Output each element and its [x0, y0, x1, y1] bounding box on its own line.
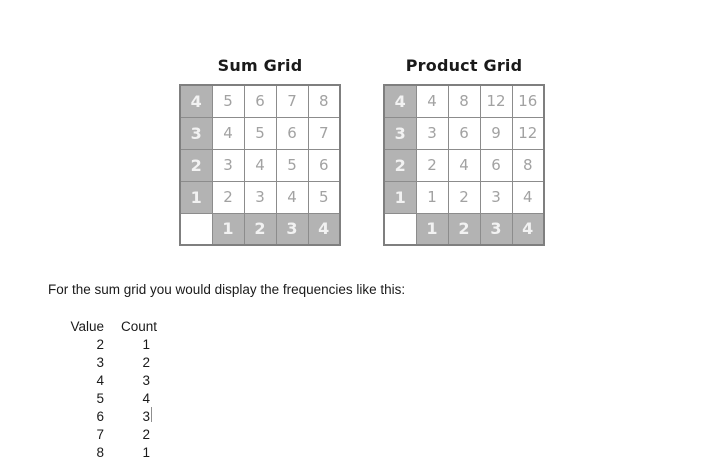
grid-value-cell: 2 — [415, 148, 449, 182]
paragraph: For the sum grid you would display the f… — [48, 282, 406, 297]
grid-value-cell: 4 — [511, 180, 545, 214]
row-header-cell: 3 — [383, 116, 417, 150]
grid-value-cell: 6 — [479, 148, 513, 182]
count-cell: 4 — [142, 391, 150, 406]
grid-value-cell: 4 — [211, 116, 245, 150]
frequency-table: Value Count 2 1 3 2 4 3 5 4 6 3 7 2 8 1 — [68, 318, 158, 462]
text-cursor — [151, 407, 152, 422]
col-header-cell: 1 — [211, 212, 245, 246]
row-header-cell: 4 — [383, 84, 417, 118]
count-column-header: Count — [121, 319, 158, 334]
grid-value-cell: 6 — [307, 148, 341, 182]
count-cell: 1 — [142, 445, 150, 460]
grid-value-cell: 8 — [447, 84, 481, 118]
row-header-cell: 4 — [179, 84, 213, 118]
value-cell: 7 — [96, 427, 104, 442]
grid-value-cell: 7 — [275, 84, 309, 118]
grid-value-cell: 3 — [479, 180, 513, 214]
grid-value-cell: 5 — [275, 148, 309, 182]
count-cell: 2 — [142, 355, 150, 370]
grid-value-cell: 3 — [243, 180, 277, 214]
grid-value-cell: 16 — [511, 84, 545, 118]
col-header-cell: 2 — [447, 212, 481, 246]
grid-value-cell: 8 — [307, 84, 341, 118]
col-header-cell: 3 — [479, 212, 513, 246]
grid-corner-cell — [383, 212, 417, 246]
col-header-cell: 3 — [275, 212, 309, 246]
count-cell: 3 — [142, 373, 150, 388]
col-header-cell: 4 — [307, 212, 341, 246]
grid-value-cell: 4 — [447, 148, 481, 182]
grid-value-cell: 1 — [415, 180, 449, 214]
grid-value-cell: 4 — [275, 180, 309, 214]
value-cell: 4 — [96, 373, 104, 388]
grid-value-cell: 3 — [415, 116, 449, 150]
value-cell: 2 — [96, 337, 104, 352]
grid-value-cell: 6 — [275, 116, 309, 150]
count-cell: 2 — [142, 427, 150, 442]
grid-value-cell: 2 — [211, 180, 245, 214]
grid-value-cell: 4 — [415, 84, 449, 118]
row-header-cell: 3 — [179, 116, 213, 150]
value-cell: 5 — [96, 391, 104, 406]
row-header-cell: 2 — [179, 148, 213, 182]
col-header-cell: 1 — [415, 212, 449, 246]
count-cell: 3 — [142, 409, 150, 424]
product-grid-title: Product Grid — [405, 56, 523, 75]
value-cell: 3 — [96, 355, 104, 370]
value-cell: 6 — [96, 409, 104, 424]
count-cell: 1 — [142, 337, 150, 352]
grid-value-cell: 5 — [243, 116, 277, 150]
grid-value-cell: 8 — [511, 148, 545, 182]
sum-grid-title: Sum Grid — [217, 56, 303, 75]
grid-value-cell: 12 — [511, 116, 545, 150]
row-header-cell: 1 — [383, 180, 417, 214]
grid-value-cell: 3 — [211, 148, 245, 182]
grid-value-cell: 5 — [307, 180, 341, 214]
value-column-header: Value — [70, 319, 104, 334]
grid-value-cell: 6 — [447, 116, 481, 150]
grid-value-cell: 12 — [479, 84, 513, 118]
row-header-cell: 1 — [179, 180, 213, 214]
grid-value-cell: 6 — [243, 84, 277, 118]
grid-value-cell: 2 — [447, 180, 481, 214]
grid-value-cell: 7 — [307, 116, 341, 150]
col-header-cell: 4 — [511, 212, 545, 246]
grid-value-cell: 9 — [479, 116, 513, 150]
grid-value-cell: 4 — [243, 148, 277, 182]
value-cell: 8 — [96, 445, 104, 460]
grid-value-cell: 5 — [211, 84, 245, 118]
row-header-cell: 2 — [383, 148, 417, 182]
grid-corner-cell — [179, 212, 213, 246]
col-header-cell: 2 — [243, 212, 277, 246]
